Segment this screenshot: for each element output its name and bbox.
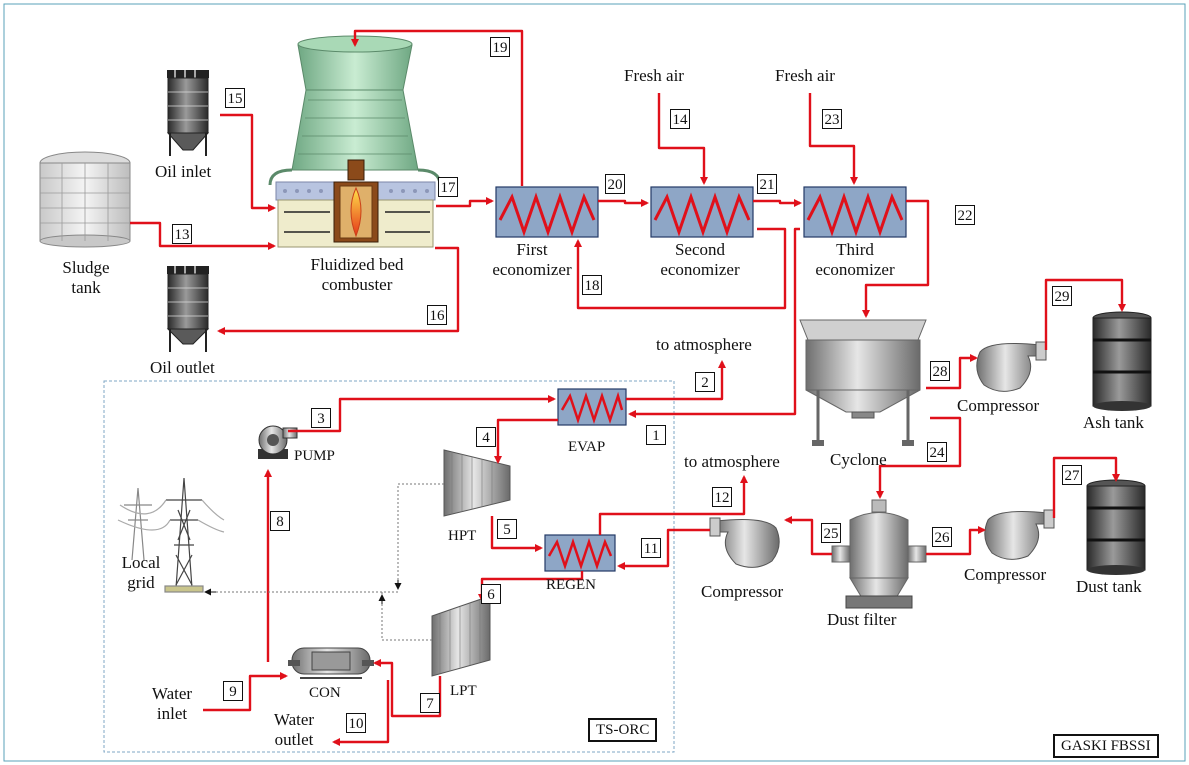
to-atmosphere-label-1: to atmosphere	[656, 335, 752, 354]
stream-number: 3	[311, 408, 331, 428]
stream-number: 1	[646, 425, 666, 445]
lpt-turbine-icon	[431, 595, 491, 677]
fresh-air-label-2: Fresh air	[775, 66, 835, 85]
stream-number: 4	[476, 427, 496, 447]
dust-filter-icon	[831, 499, 927, 609]
second-economizer-icon	[650, 186, 754, 238]
stream-number: 7	[420, 693, 440, 713]
sludge-tank-label: Sludge tank	[62, 258, 110, 297]
fresh-air-label-1: Fresh air	[624, 66, 684, 85]
stream-number: 12	[712, 487, 732, 507]
stream-lines	[130, 29, 1126, 746]
sludge-tank-icon	[39, 151, 131, 248]
hpt-label: HPT	[448, 528, 477, 544]
power-lines	[210, 483, 444, 641]
oil-inlet-label: Oil inlet	[155, 162, 212, 181]
fbc-label: Fluidized bed combuster	[310, 255, 404, 294]
oil-outlet-label: Oil outlet	[150, 358, 215, 377]
stream-number: 25	[821, 523, 841, 543]
stream-number: 22	[955, 205, 975, 225]
stream-number: 5	[497, 519, 517, 539]
stream-number: 29	[1052, 286, 1072, 306]
compressor-mid-icon	[709, 517, 780, 568]
condenser-icon	[288, 647, 374, 679]
stream-number: 18	[582, 275, 602, 295]
first-economizer-icon	[495, 186, 599, 238]
cyclone-label: Cyclone	[830, 450, 887, 469]
ash-tank-label: Ash tank	[1083, 413, 1144, 432]
dust-tank-label: Dust tank	[1076, 577, 1142, 596]
orc-boundary	[103, 380, 675, 753]
compressor-ash-label: Compressor	[957, 396, 1040, 415]
to-atmosphere-label-2: to atmosphere	[684, 452, 780, 471]
regen-icon	[544, 534, 616, 572]
stream-number: 16	[427, 305, 447, 325]
dust-filter-label: Dust filter	[827, 610, 897, 629]
lpt-label: LPT	[450, 683, 477, 699]
con-label: CON	[309, 685, 341, 701]
stream-number: 8	[270, 511, 290, 531]
stream-number: 2	[695, 372, 715, 392]
local-grid-label: Local grid	[121, 553, 161, 592]
transmission-tower-icon	[117, 477, 225, 593]
stream-number: 6	[481, 584, 501, 604]
pump-label: PUMP	[294, 448, 335, 464]
figure-tag: GASKI FBSSI	[1053, 734, 1159, 758]
stream-number: 9	[223, 681, 243, 701]
stream-number: 21	[757, 174, 777, 194]
water-inlet-label: Water inlet	[151, 684, 193, 723]
stream-number: 28	[930, 361, 950, 381]
evap-label: EVAP	[568, 439, 606, 455]
stream-number: 24	[927, 442, 947, 462]
stream-number: 13	[172, 224, 192, 244]
ash-tank-icon	[1092, 311, 1152, 411]
water-outlet-label: Water outlet	[273, 710, 315, 749]
stream-number: 10	[346, 713, 366, 733]
fluidized-bed-combuster-icon	[268, 35, 442, 248]
dust-tank-icon	[1086, 479, 1146, 575]
stream-number: 14	[670, 109, 690, 129]
compressor-dust-icon	[984, 509, 1055, 560]
compressor-dust-label: Compressor	[964, 565, 1047, 584]
second-economizer-label: Second economizer	[660, 240, 740, 279]
hpt-turbine-icon	[443, 449, 511, 517]
oil-inlet-silo-icon	[166, 70, 210, 156]
evap-icon	[557, 388, 627, 426]
stream-number: 20	[605, 174, 625, 194]
stream-number: 11	[641, 538, 661, 558]
stream-number: 17	[438, 177, 458, 197]
oil-outlet-silo-icon	[166, 266, 210, 352]
stream-number: 15	[225, 88, 245, 108]
third-economizer-icon	[803, 186, 907, 238]
compressor-ash-icon	[976, 341, 1047, 392]
stream-number: 23	[822, 109, 842, 129]
cyclone-icon	[799, 319, 927, 446]
ts-orc-tag: TS-ORC	[588, 718, 658, 742]
stream-number: 19	[490, 37, 510, 57]
third-economizer-label: Third economizer	[815, 240, 895, 279]
compressor-mid-label: Compressor	[701, 582, 784, 601]
stream-number: 27	[1062, 465, 1082, 485]
stream-number: 26	[932, 527, 952, 547]
outer-frame	[3, 3, 1186, 762]
pump-icon	[258, 425, 298, 459]
first-economizer-label: First economizer	[492, 240, 572, 279]
regen-label: REGEN	[546, 577, 596, 593]
